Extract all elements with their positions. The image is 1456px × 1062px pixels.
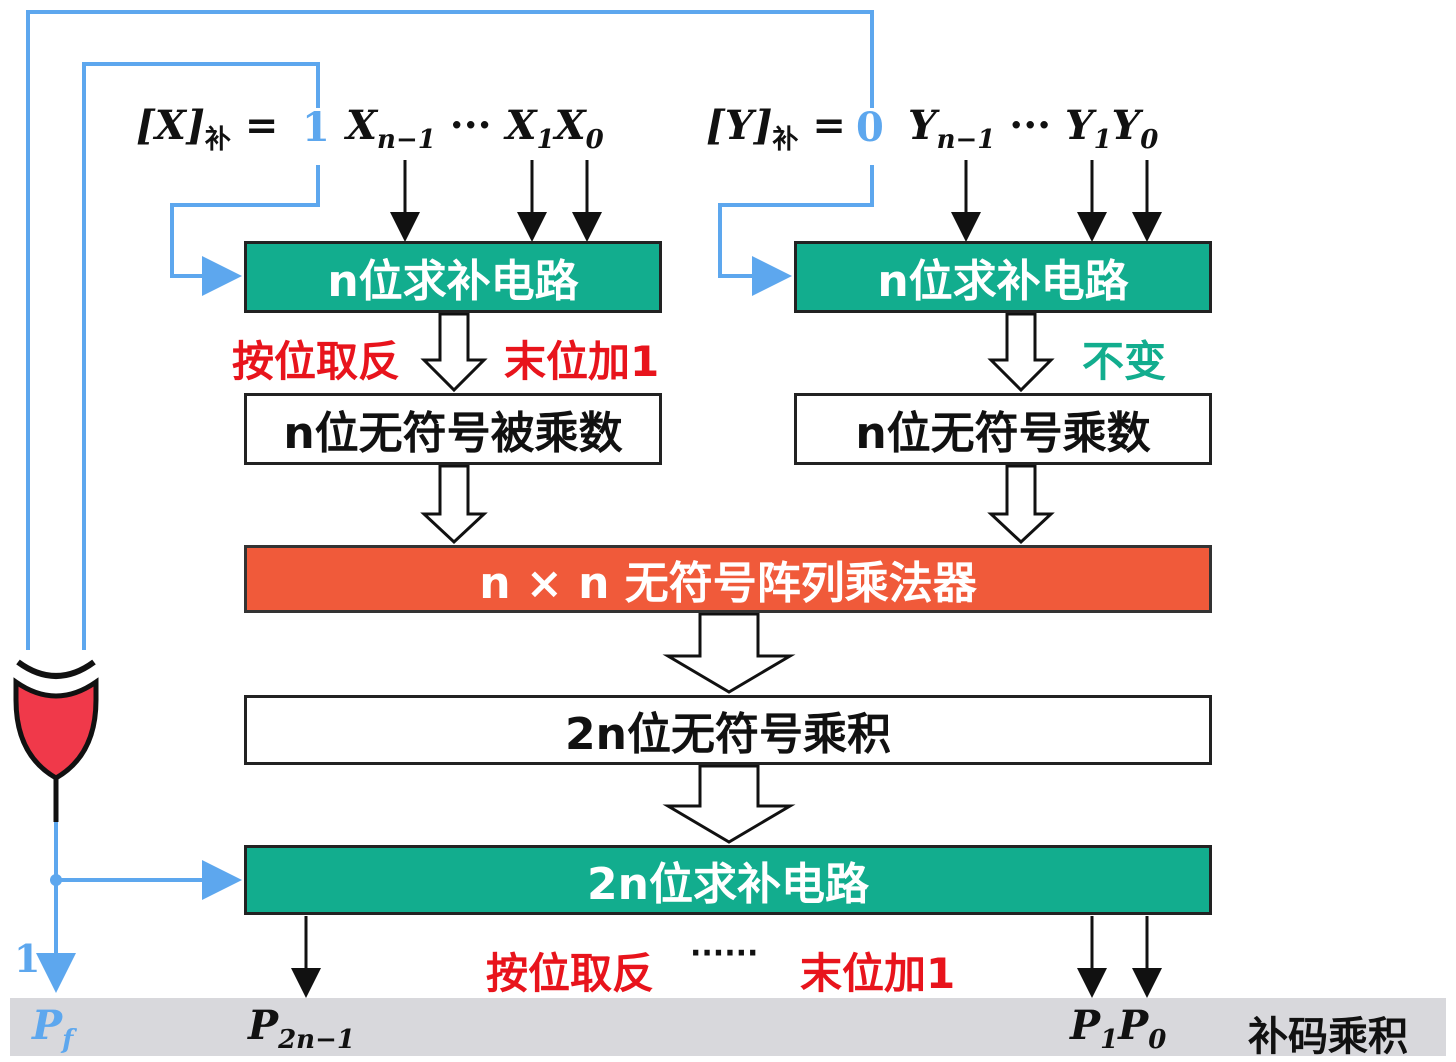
final-complement-circuit: 2n位求补电路 <box>244 845 1212 915</box>
xor-gate <box>13 659 99 822</box>
pf-output: Pf <box>32 1002 73 1055</box>
out-invert-note: 按位取反 <box>486 949 655 998</box>
y-msb-index: n−1 <box>936 125 996 155</box>
result-bar <box>10 998 1446 1056</box>
pf-index: f <box>62 1025 74 1055</box>
x-sign-bit: 1 <box>302 104 330 151</box>
p1-index: 1 <box>1100 1025 1119 1055</box>
unsigned-multiplier: n位无符号乘数 <box>794 393 1212 465</box>
x-msb-index: n−1 <box>377 125 436 155</box>
input-arrows <box>390 160 1162 242</box>
x-invert-note: 按位取反 <box>232 337 401 386</box>
p1-letter: P <box>1070 1002 1101 1049</box>
y-unchanged-note: 不变 <box>1082 337 1167 386</box>
y1-index: 1 <box>1093 125 1112 155</box>
y-msb: Y <box>908 102 937 149</box>
pf-letter: P <box>32 1002 63 1049</box>
result-label: 补码乘积 <box>1248 1014 1408 1060</box>
p2n-output: P2n−1 <box>248 1002 355 1055</box>
array-multiplier: n × n 无符号阵列乘法器 <box>244 545 1212 613</box>
x-sub-label: 补 <box>204 125 231 155</box>
unsigned-product: 2n位无符号乘积 <box>244 695 1212 765</box>
out-add1-note: 末位加1 <box>800 949 956 998</box>
x1: X <box>505 102 537 149</box>
y-bits: Yn−1 ··· Y1Y0 <box>908 102 1158 155</box>
output-arrows <box>291 916 1162 998</box>
x1-index: 1 <box>536 125 555 155</box>
junction-dot <box>50 874 62 886</box>
y0-index: 0 <box>1140 125 1159 155</box>
y-dots: ··· <box>1009 102 1052 149</box>
x0: X <box>554 102 586 149</box>
p1-p0-output: P1P0 <box>1070 1002 1166 1055</box>
y-label: [Y] <box>706 102 773 149</box>
sign-value: 1 <box>14 936 41 981</box>
unsigned-multiplicand: n位无符号被乘数 <box>244 393 662 465</box>
p2n-index: 2n−1 <box>278 1025 355 1055</box>
x-bits: Xn−1 ··· X1X0 <box>346 102 604 155</box>
hollow-arrows <box>420 312 1055 844</box>
p2n-letter: P <box>248 1002 279 1049</box>
y-sign-bit: 0 <box>856 104 884 151</box>
y-sub-label: 补 <box>772 125 799 155</box>
x-add1-note: 末位加1 <box>504 337 660 386</box>
x0-index: 0 <box>585 125 604 155</box>
x-label: [X] <box>136 102 205 149</box>
y1: Y <box>1065 102 1094 149</box>
y-complement-expression: [Y]补 = <box>706 102 846 156</box>
p0-letter: P <box>1118 1002 1149 1049</box>
sign-wires <box>26 10 874 993</box>
x-dots: ··· <box>449 102 492 149</box>
x-complement-expression: [X]补 = <box>136 102 278 156</box>
x-msb: X <box>346 102 378 149</box>
y-equals: = <box>812 102 846 149</box>
y0: Y <box>1111 102 1141 149</box>
x-equals: = <box>244 102 279 149</box>
out-dots: ······ <box>690 936 759 971</box>
p0-index: 0 <box>1148 1025 1167 1055</box>
x-complement-circuit: n位求补电路 <box>244 241 662 313</box>
y-complement-circuit: n位求补电路 <box>794 241 1212 313</box>
